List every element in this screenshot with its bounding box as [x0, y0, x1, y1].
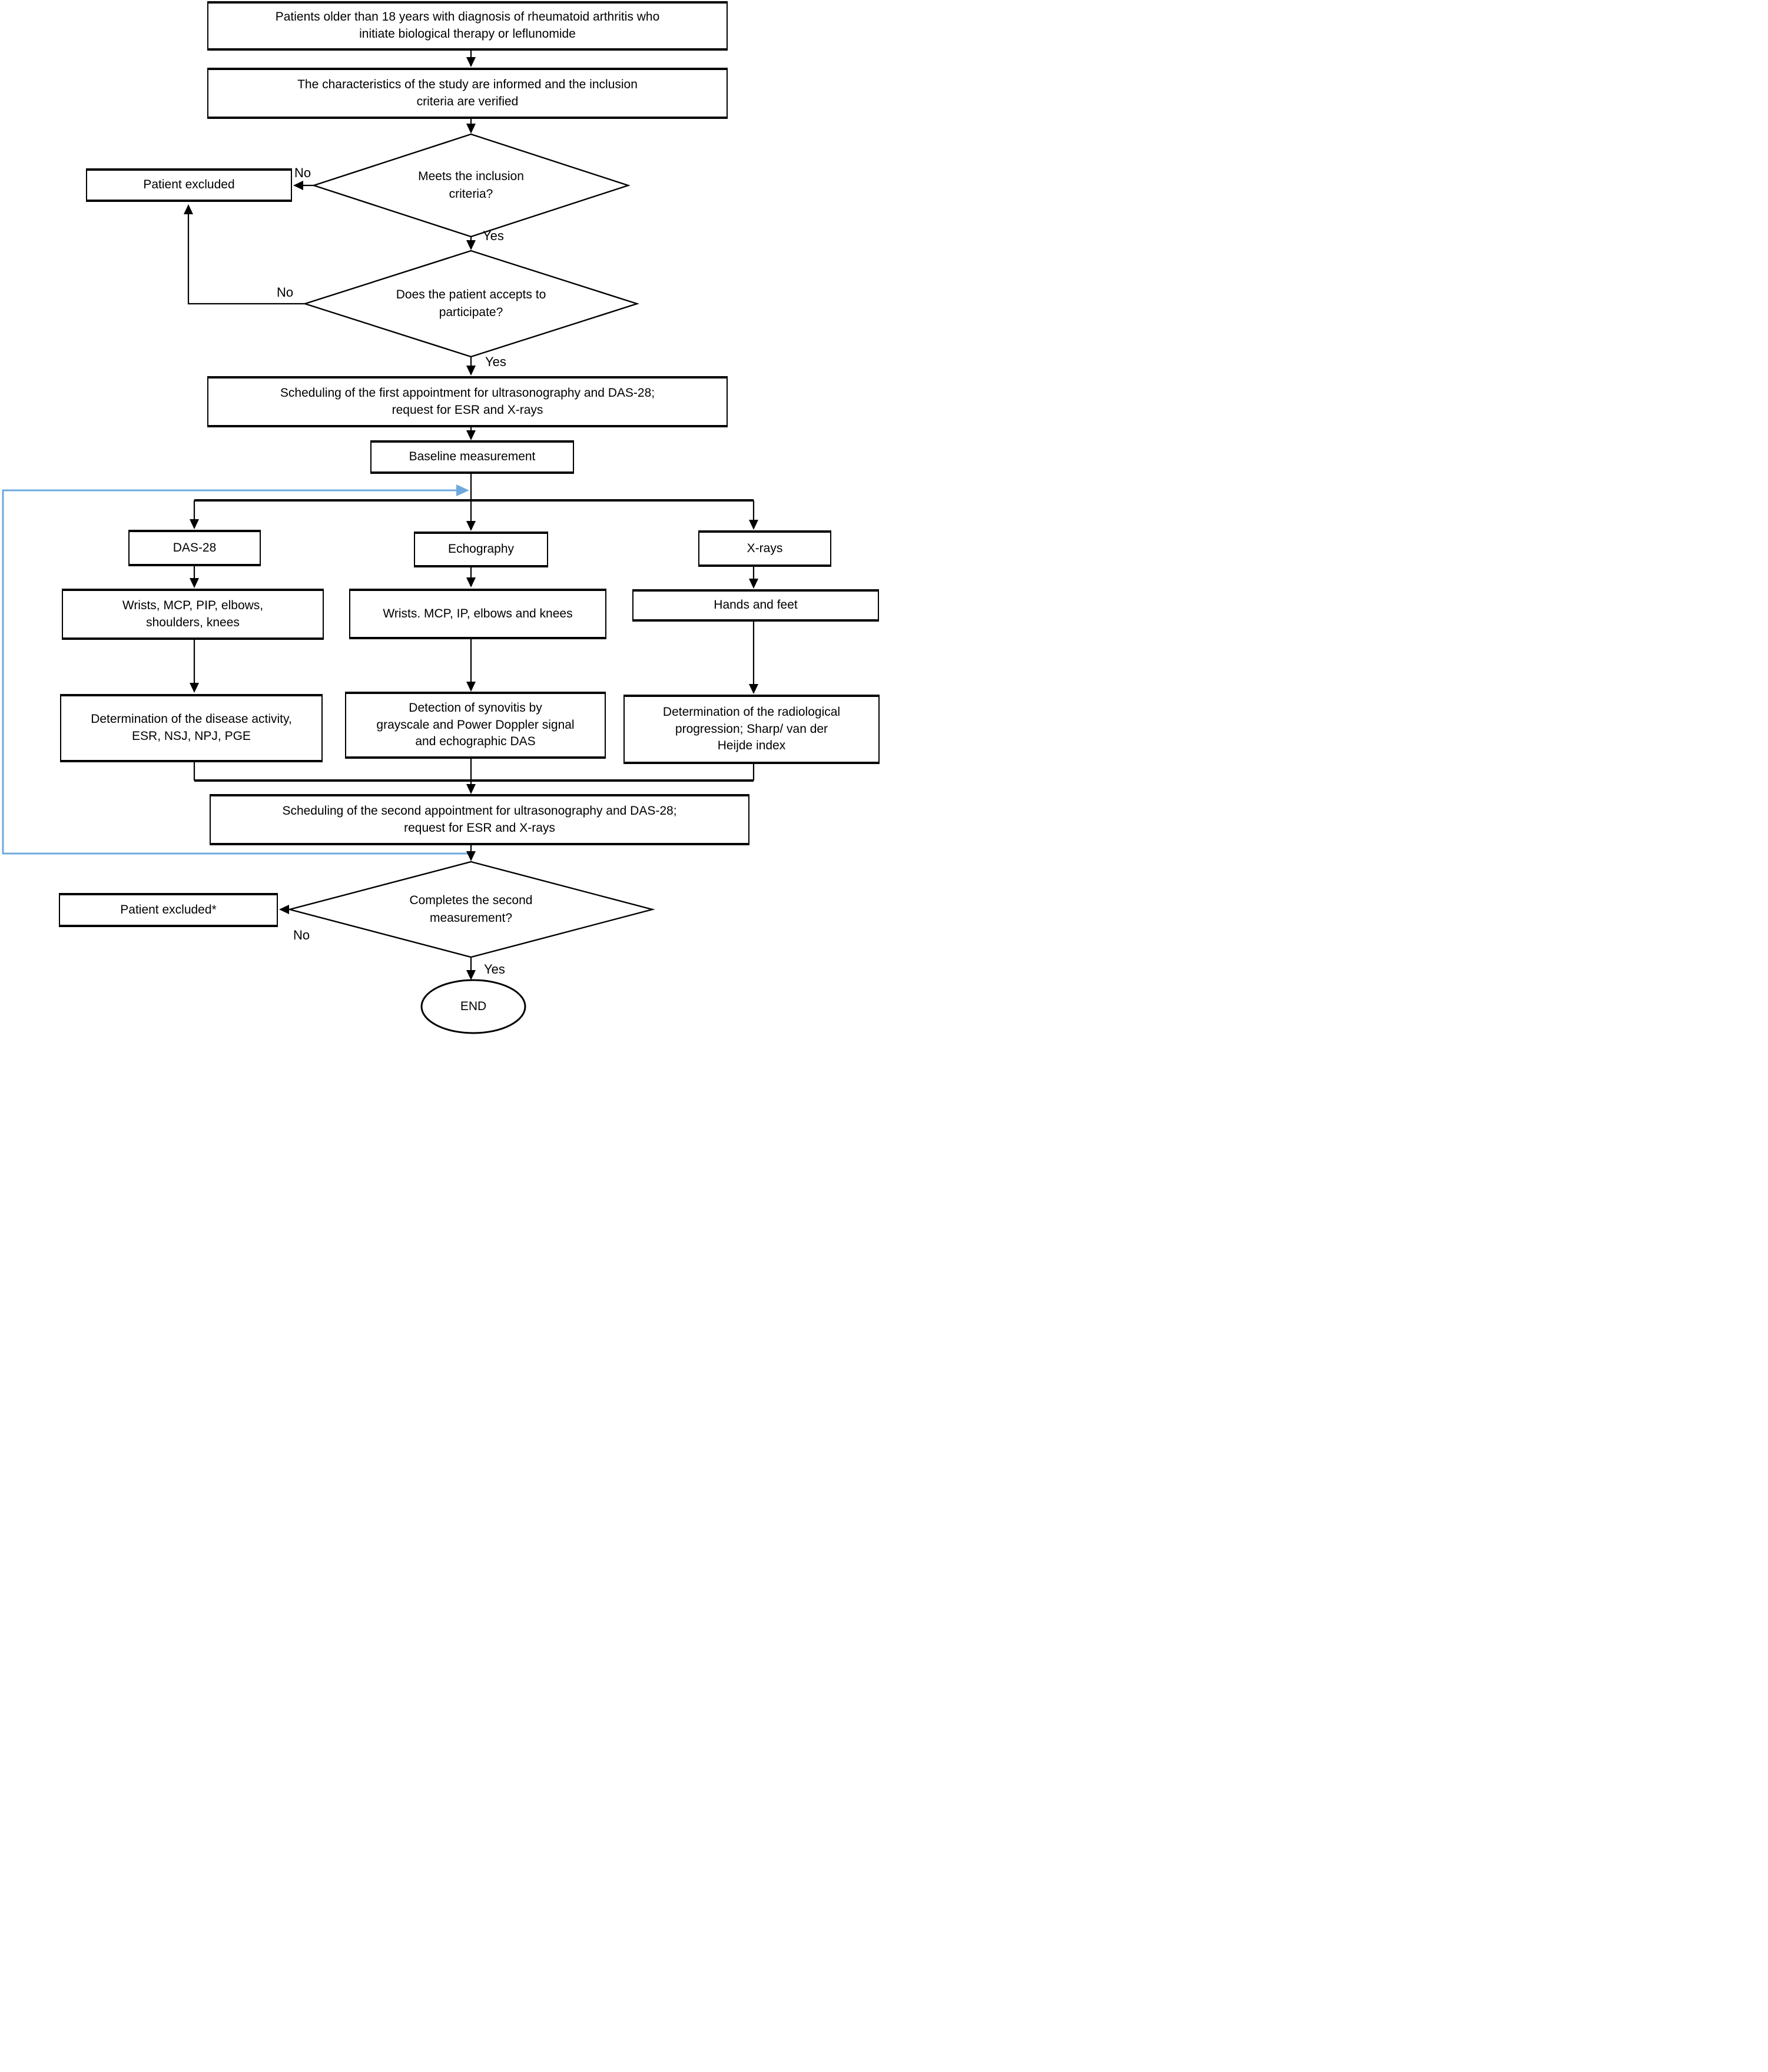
- node-xray-sites: Hands and feet: [632, 589, 879, 622]
- node-patient-excluded-2: Patient excluded*: [59, 893, 278, 927]
- decision-second-measurement-shape: [287, 861, 655, 958]
- node-patient-excluded-1: Patient excluded: [86, 168, 292, 202]
- node-das28-outcome: Determination of the disease activity, E…: [60, 694, 323, 762]
- edge-label-yes-second: Yes: [484, 962, 505, 977]
- branch-rails: [194, 499, 754, 782]
- arrowheads: [184, 57, 758, 980]
- decision-participate-shape: [303, 250, 639, 358]
- feedback-arrowhead: [456, 484, 469, 496]
- node-baseline: Baseline measurement: [370, 440, 574, 474]
- decision-inclusion-shape: [311, 133, 631, 238]
- connector-svg: [2, 51, 758, 1034]
- edge-label-no-participate: No: [277, 285, 294, 300]
- feedback-arrow: [2, 489, 470, 855]
- flowchart: Patients older than 18 years with diagno…: [0, 0, 884, 1036]
- node-echo-outcome: Detection of synovitis by grayscale and …: [345, 692, 606, 759]
- node-echo-joints: Wrists. MCP, IP, elbows and knees: [349, 589, 606, 639]
- node-das28-joints: Wrists, MCP, PIP, elbows, shoulders, kne…: [62, 589, 324, 640]
- node-inform: The characteristics of the study are inf…: [207, 68, 728, 119]
- edge-label-yes-inclusion: Yes: [483, 228, 504, 243]
- end-terminator-shape: [420, 979, 526, 1034]
- node-xrays: X-rays: [698, 530, 831, 567]
- edge-label-no-inclusion: No: [294, 165, 311, 180]
- node-xray-outcome: Determination of the radiological progre…: [623, 695, 880, 764]
- node-echography: Echography: [414, 532, 548, 567]
- node-schedule-second: Scheduling of the second appointment for…: [210, 794, 749, 845]
- node-start: Patients older than 18 years with diagno…: [207, 1, 728, 51]
- node-schedule-first: Scheduling of the first appointment for …: [207, 376, 728, 427]
- node-das28: DAS-28: [128, 530, 261, 566]
- edge-label-yes-participate: Yes: [485, 354, 506, 369]
- edge-label-no-second: No: [293, 928, 310, 942]
